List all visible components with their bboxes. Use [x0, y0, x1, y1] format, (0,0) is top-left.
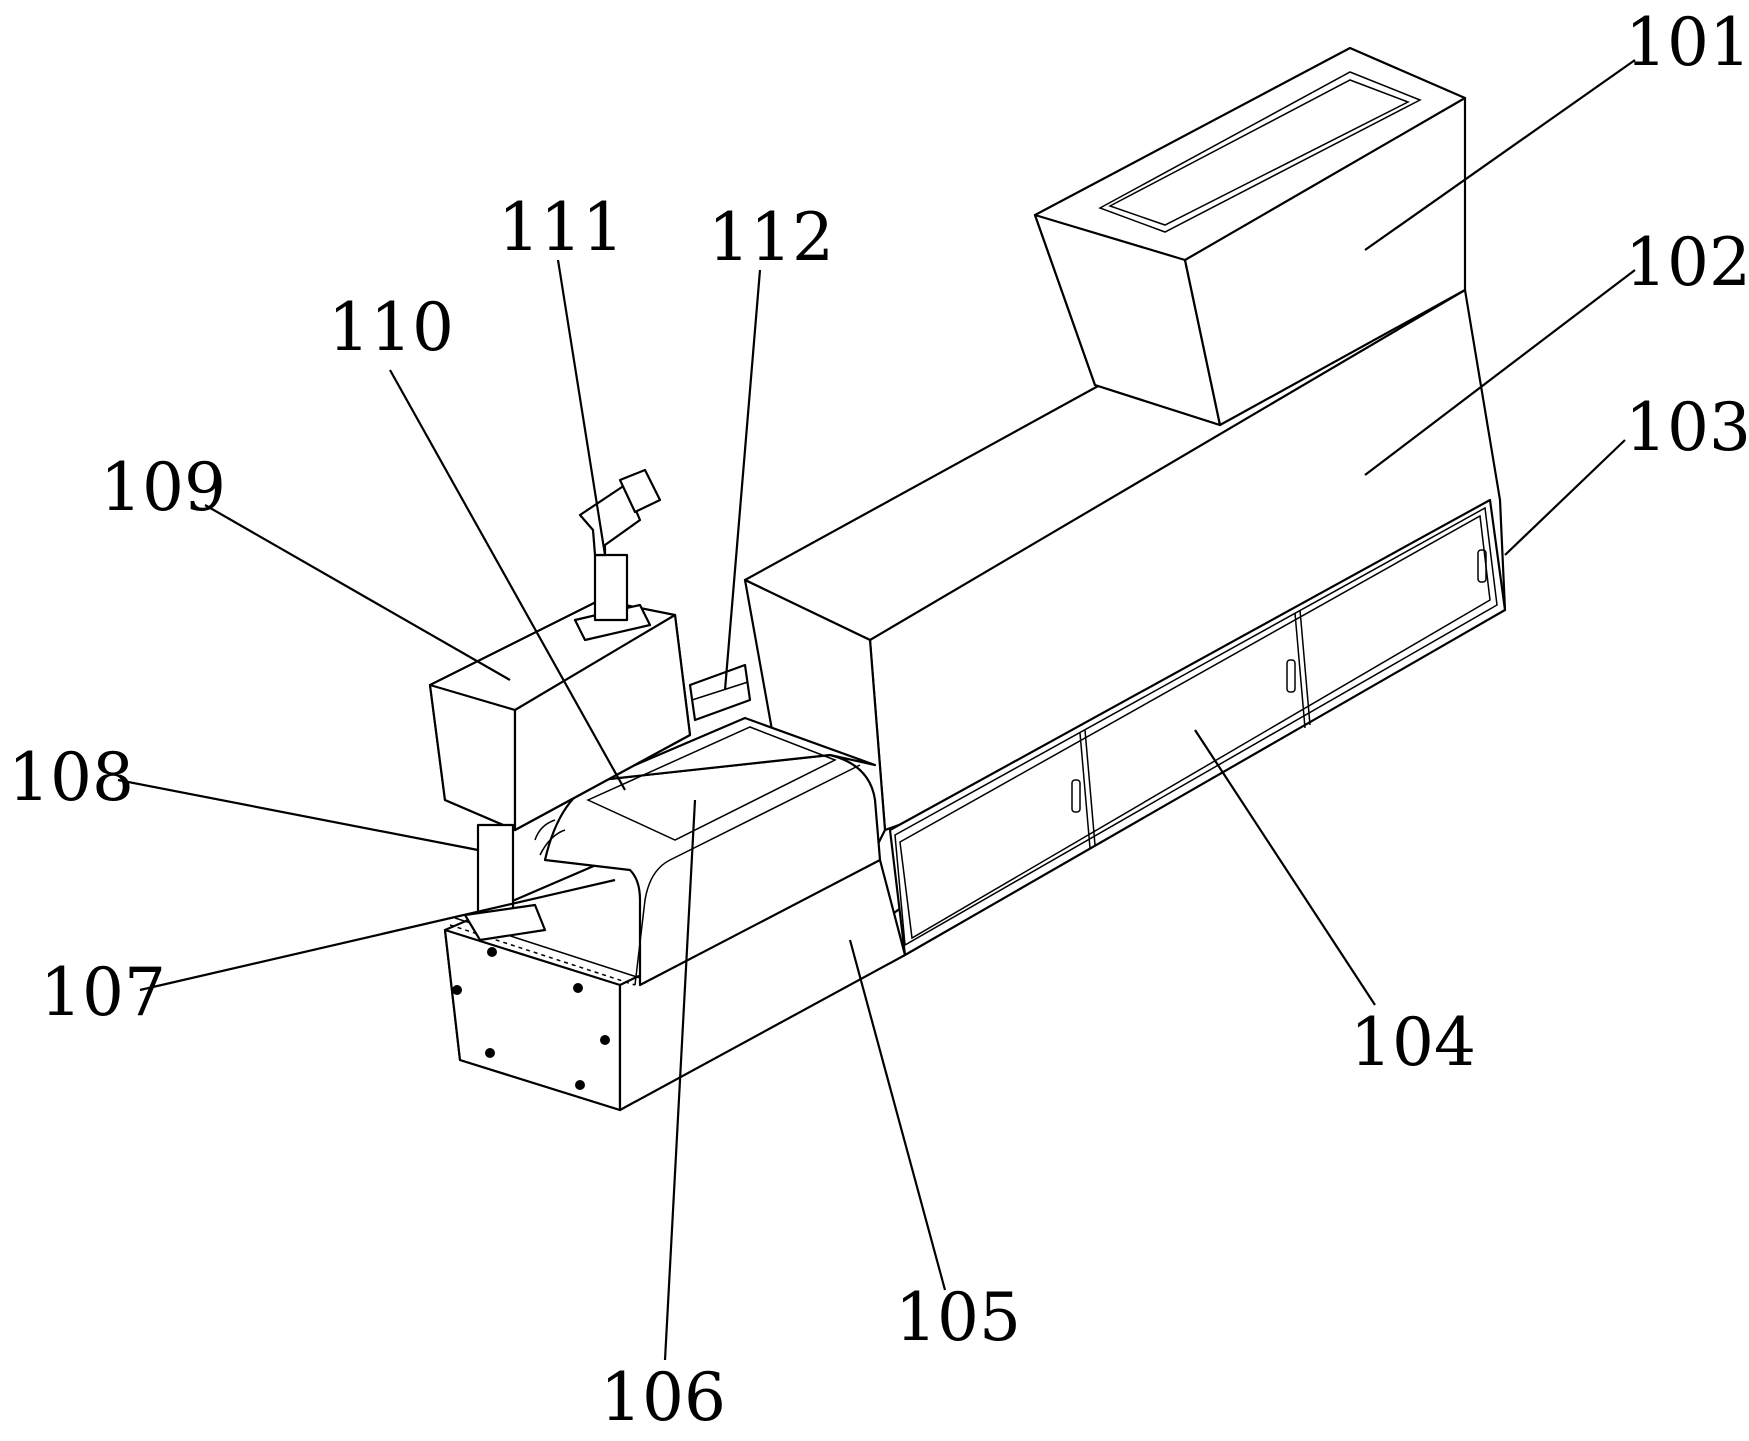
leader-lines [117, 59, 1636, 1361]
exhaust-pipe [573, 468, 662, 642]
label-107: 107 [40, 954, 166, 1031]
bolt [452, 985, 462, 995]
label-111: 111 [498, 189, 624, 266]
door-handle [1477, 549, 1487, 583]
label-103: 103 [1625, 389, 1749, 466]
door-handle [1286, 659, 1296, 693]
top-hopper [1033, 46, 1467, 427]
leader-107 [139, 878, 616, 992]
bolt [573, 983, 583, 993]
door-handle [1071, 779, 1081, 813]
leader-102 [1364, 269, 1636, 476]
reference-labels: 101 102 103 104 105 106 107 108 109 110 … [8, 4, 1749, 1436]
label-112: 112 [708, 199, 834, 276]
label-110: 110 [328, 289, 454, 366]
rounded-housing [543, 716, 882, 987]
leader-110 [389, 369, 626, 791]
leader-106 [663, 799, 697, 1361]
leader-101 [1364, 59, 1636, 251]
leader-103 [1504, 439, 1626, 556]
leader-109 [204, 504, 511, 681]
connecting-pipe [688, 663, 752, 722]
label-104: 104 [1350, 1004, 1476, 1081]
label-106: 106 [600, 1359, 726, 1436]
leader-108 [117, 778, 479, 852]
support-column [463, 819, 566, 942]
upper-box [428, 598, 692, 832]
bolt [600, 1035, 610, 1045]
label-105: 105 [895, 1279, 1021, 1356]
label-109: 109 [100, 449, 226, 526]
leader-112 [723, 269, 762, 691]
label-101: 101 [1625, 4, 1749, 81]
leader-104 [1194, 729, 1376, 1006]
label-108: 108 [8, 739, 134, 816]
door-panel [888, 498, 1507, 957]
bolt [487, 947, 497, 957]
leader-105 [848, 939, 947, 1291]
bolt [575, 1080, 585, 1090]
label-102: 102 [1625, 224, 1749, 301]
bolt [485, 1048, 495, 1058]
leader-111 [556, 259, 607, 556]
